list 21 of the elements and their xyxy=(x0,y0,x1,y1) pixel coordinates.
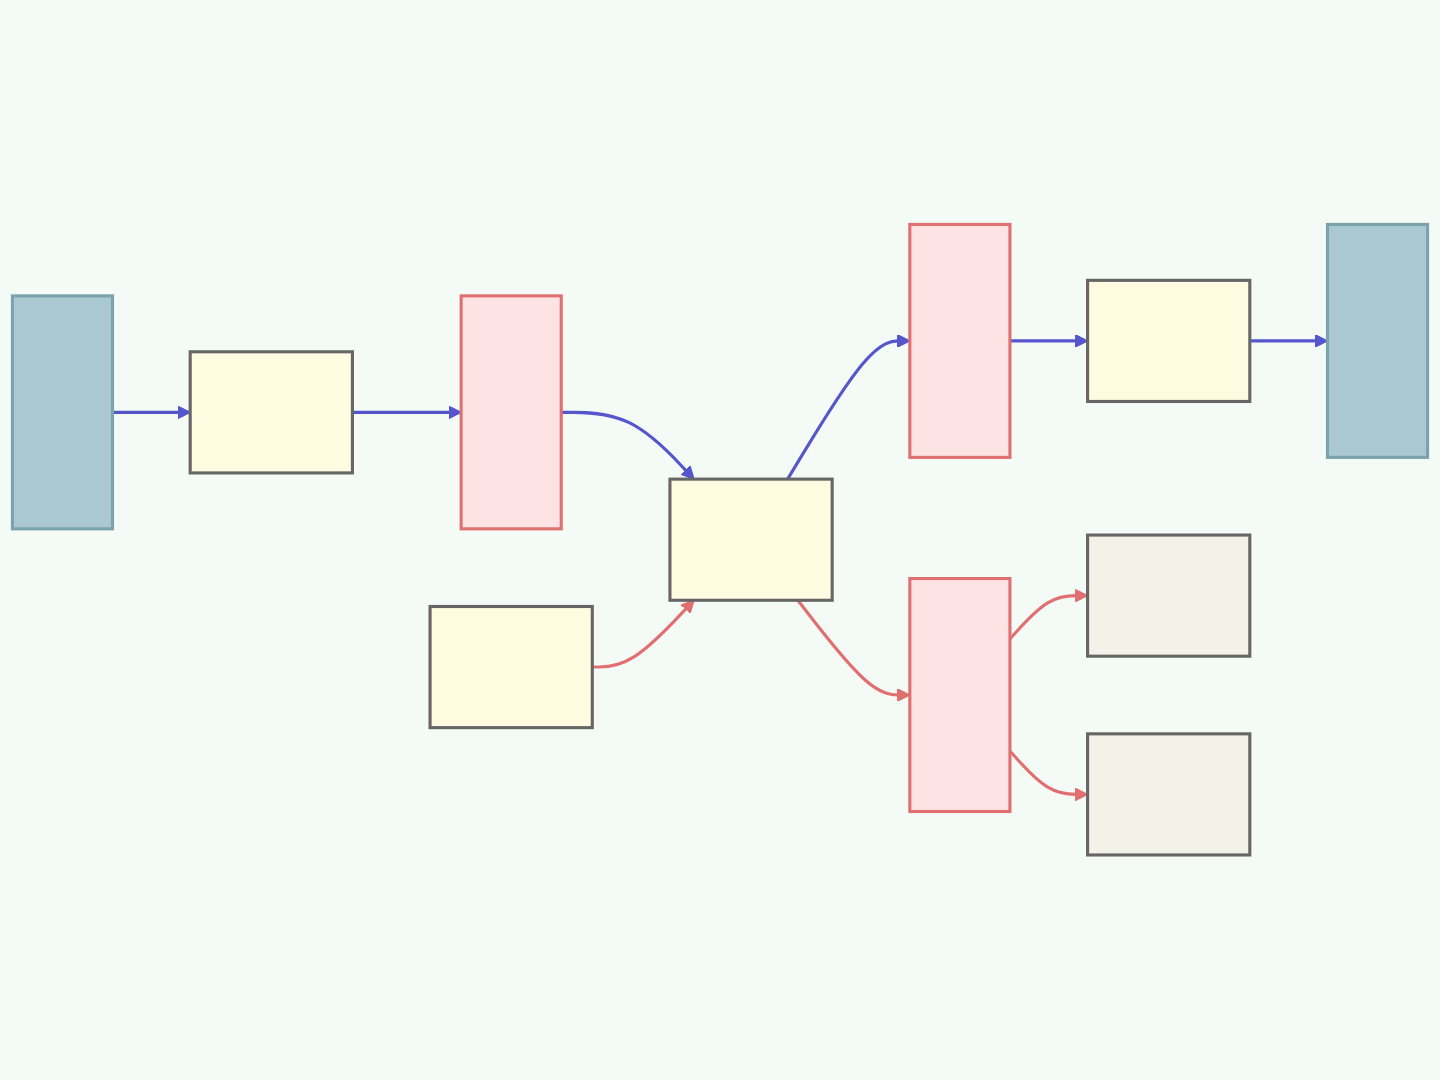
node-bar xyxy=(459,294,563,531)
node-box xyxy=(1086,533,1252,659)
arrow xyxy=(1008,750,1089,802)
node-box xyxy=(668,477,834,603)
node-bar xyxy=(908,223,1012,460)
arrow xyxy=(1009,334,1089,348)
arrow xyxy=(592,599,695,669)
node-box xyxy=(1086,732,1252,857)
arrow xyxy=(1249,334,1329,348)
arrow xyxy=(1008,589,1089,641)
node-box xyxy=(1086,279,1252,404)
arrow xyxy=(352,405,462,420)
node-bar xyxy=(10,294,115,531)
arrow xyxy=(786,334,911,481)
node-box xyxy=(188,350,354,475)
arrow xyxy=(796,599,911,703)
node-box xyxy=(428,605,594,730)
node-bar xyxy=(908,577,1012,814)
arrow xyxy=(112,405,191,420)
node-bar xyxy=(1325,223,1430,460)
arrow xyxy=(561,411,695,481)
